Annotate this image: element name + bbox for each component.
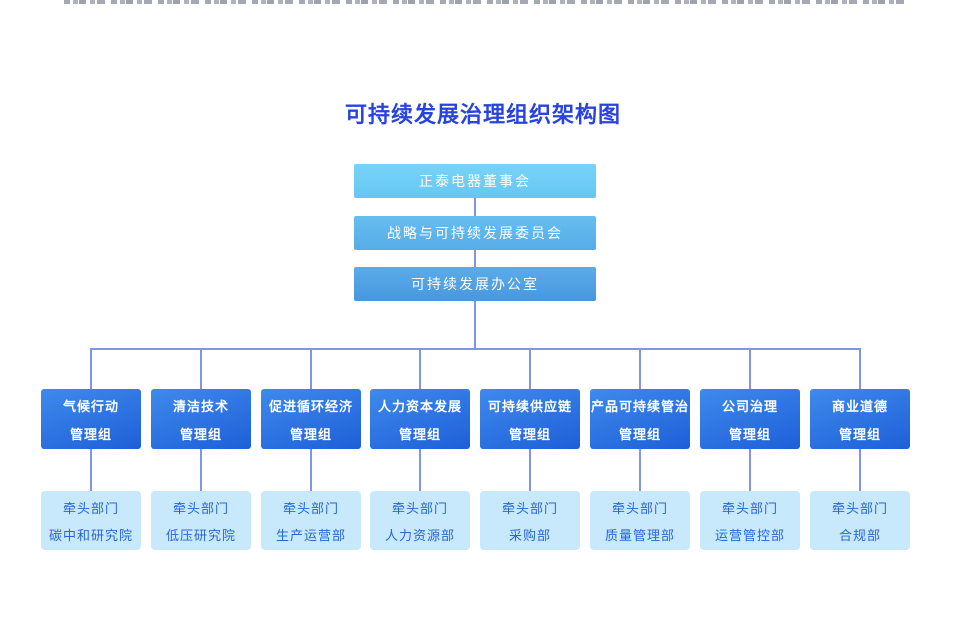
dept-label-line2: 采购部 (508, 527, 551, 543)
node-dept-human-resources: 牵头部门 人力资源部 (370, 491, 470, 550)
group-label-line2: 管理组 (69, 426, 112, 442)
dept-label-line1: 牵头部门 (721, 500, 778, 516)
node-dept-carbon-neutral-institute: 牵头部门 碳中和研究院 (41, 491, 141, 550)
connector-line (474, 301, 476, 349)
connector-line (90, 348, 861, 350)
node-dept-quality-management: 牵头部门 质量管理部 (590, 491, 690, 550)
group-label-line2: 管理组 (618, 426, 661, 442)
group-label-line2: 管理组 (728, 426, 771, 442)
dept-label-line1: 牵头部门 (62, 500, 119, 516)
connector-line (474, 250, 476, 267)
connector-line (310, 348, 312, 389)
connector-line (200, 348, 202, 389)
node-group-human-capital: 人力资本发展 管理组 (370, 389, 470, 449)
group-label-line1: 促进循环经济 (268, 398, 353, 414)
node-group-circular-economy: 促进循环经济 管理组 (261, 389, 361, 449)
dept-label-line2: 合规部 (838, 527, 881, 543)
connector-line (200, 449, 202, 492)
group-label-line2: 管理组 (179, 426, 222, 442)
group-label-line2: 管理组 (838, 426, 881, 442)
connector-line (749, 348, 751, 389)
chart-title: 可持续发展治理组织架构图 (344, 102, 621, 127)
dept-label-line1: 牵头部门 (831, 500, 888, 516)
group-label-line1: 公司治理 (721, 398, 778, 414)
dept-label-line1: 牵头部门 (611, 500, 668, 516)
node-group-corporate-governance: 公司治理 管理组 (700, 389, 800, 449)
connector-line (859, 449, 861, 492)
dept-label-line2: 人力资源部 (384, 527, 455, 543)
dept-label-line2: 质量管理部 (604, 527, 675, 543)
dept-label-line1: 牵头部门 (282, 500, 339, 516)
connector-line (419, 449, 421, 492)
group-label-line1: 商业道德 (831, 398, 888, 414)
group-label-line1: 产品可持续管治 (590, 398, 689, 414)
node-group-business-ethics: 商业道德 管理组 (810, 389, 910, 449)
connector-line (639, 348, 641, 389)
node-board-of-directors: 正泰电器董事会 (354, 164, 596, 198)
group-label-line1: 气候行动 (62, 398, 119, 414)
dept-label-line1: 牵头部门 (391, 500, 448, 516)
dept-label-line2: 低压研究院 (165, 527, 236, 543)
group-label-line2: 管理组 (508, 426, 551, 442)
connector-line (310, 449, 312, 492)
node-dept-production-operations: 牵头部门 生产运营部 (261, 491, 361, 550)
connector-line (419, 348, 421, 389)
node-strategy-committee: 战略与可持续发展委员会 (354, 216, 596, 250)
connector-line (90, 348, 92, 389)
group-label-line1: 可持续供应链 (487, 398, 572, 414)
dept-label-line2: 运营管控部 (714, 527, 785, 543)
connector-line (529, 348, 531, 389)
node-group-clean-tech: 清洁技术 管理组 (151, 389, 251, 449)
node-dept-procurement: 牵头部门 采购部 (480, 491, 580, 550)
dept-label-line1: 牵头部门 (172, 500, 229, 516)
node-group-sustainable-supply-chain: 可持续供应链 管理组 (480, 389, 580, 449)
group-label-line1: 清洁技术 (172, 398, 229, 414)
connector-line (859, 348, 861, 389)
connector-line (90, 449, 92, 492)
group-label-line2: 管理组 (289, 426, 332, 442)
node-dept-compliance: 牵头部门 合规部 (810, 491, 910, 550)
dept-label-line2: 生产运营部 (275, 527, 346, 543)
connector-line (474, 198, 476, 216)
group-label-line1: 人力资本发展 (377, 398, 462, 414)
dept-label-line2: 碳中和研究院 (48, 527, 133, 543)
node-group-climate-action: 气候行动 管理组 (41, 389, 141, 449)
node-group-product-sustainability: 产品可持续管治 管理组 (590, 389, 690, 449)
connector-line (639, 449, 641, 492)
dept-label-line1: 牵头部门 (501, 500, 558, 516)
node-dept-operations-control: 牵头部门 运营管控部 (700, 491, 800, 550)
node-dept-low-voltage-institute: 牵头部门 低压研究院 (151, 491, 251, 550)
node-sustainability-office: 可持续发展办公室 (354, 267, 596, 301)
connector-line (749, 449, 751, 492)
connector-line (529, 449, 531, 492)
group-label-line2: 管理组 (398, 426, 441, 442)
truncated-text-line (64, 0, 904, 4)
